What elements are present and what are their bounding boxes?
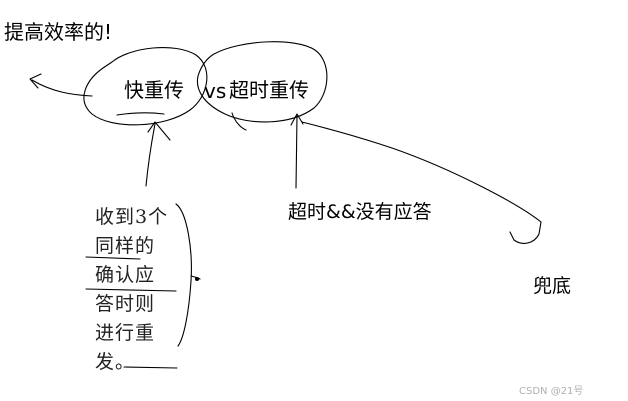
note-underline-3 — [123, 366, 178, 369]
note-line: 答时则 — [95, 293, 156, 315]
fast-retransmit-note: 收到3个 同样的 确认应 答时则 进行重 发。 — [95, 203, 168, 377]
efficiency-arrow — [31, 79, 93, 97]
timeout-retransmit-label: 超时重传 — [229, 78, 309, 102]
efficiency-arrowhead — [29, 73, 42, 89]
note-line: 同样的 — [95, 235, 156, 257]
timeout-scribble — [231, 112, 247, 131]
fast-retransmit-label: 快重传 — [124, 78, 184, 102]
note-line: 确认应 — [95, 264, 156, 286]
note-underline-2 — [85, 288, 177, 292]
note-line: 进行重 — [95, 322, 156, 344]
timeout-retransmit-outline — [196, 41, 328, 123]
fallback-arrow — [301, 121, 542, 223]
note-underline-1 — [85, 256, 141, 260]
note-arrowhead — [147, 121, 171, 141]
note-arrow — [145, 123, 156, 187]
timeout-condition-label: 超时&&没有应答 — [288, 201, 432, 223]
fast-retransmit-outline — [83, 46, 208, 126]
brace-dot — [195, 277, 199, 281]
condition-arrow — [295, 115, 298, 189]
fallback-label: 兜底 — [533, 275, 572, 297]
note-line: 发。 — [95, 351, 136, 373]
efficiency-label: 提高效率的! — [4, 20, 113, 44]
versus-label: vs — [204, 79, 227, 103]
note-brace — [175, 203, 192, 347]
watermark: CSDN @21号 — [519, 386, 584, 397]
note-line: 收到3个 — [95, 206, 169, 228]
fast-underline — [116, 112, 165, 116]
condition-arrowhead — [290, 113, 304, 126]
fallback-hook — [509, 221, 542, 244]
